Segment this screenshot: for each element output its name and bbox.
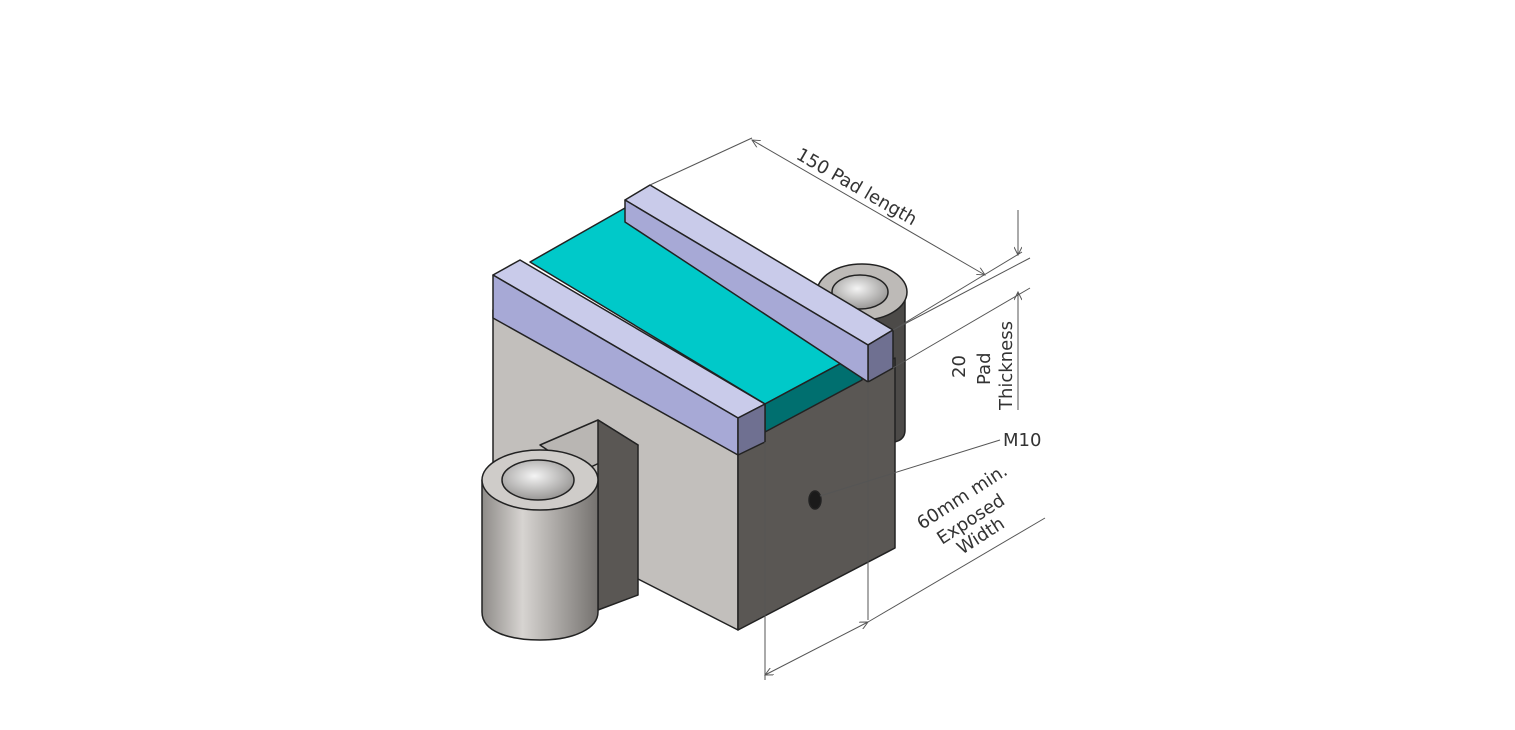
m10-hole — [808, 490, 822, 510]
thickness-ext-bottom — [892, 287, 1031, 369]
dimension-lines — [649, 137, 1046, 680]
m10-leader — [819, 439, 1001, 497]
thickness-ext-top — [892, 257, 1031, 331]
pad-length-dim — [752, 140, 985, 275]
front-lug-cylinder — [481, 479, 599, 641]
front-rail — [492, 259, 766, 456]
pad-length-ext-right — [892, 251, 1023, 331]
pad-length-ext-left — [649, 137, 753, 186]
thickness-word-label: Thickness — [996, 321, 1017, 411]
front-lug-hole — [501, 459, 575, 501]
thickness-pad-label: Pad — [974, 352, 995, 385]
width-dim-extension — [867, 517, 1046, 623]
width-dim — [765, 622, 868, 675]
m10-label: M10 — [1003, 430, 1041, 451]
thickness-value-label: 20 — [949, 355, 970, 378]
pad-length-label: 150 Pad length — [793, 144, 921, 230]
front-lug-plate-side — [597, 419, 639, 611]
front-lug — [481, 419, 639, 641]
